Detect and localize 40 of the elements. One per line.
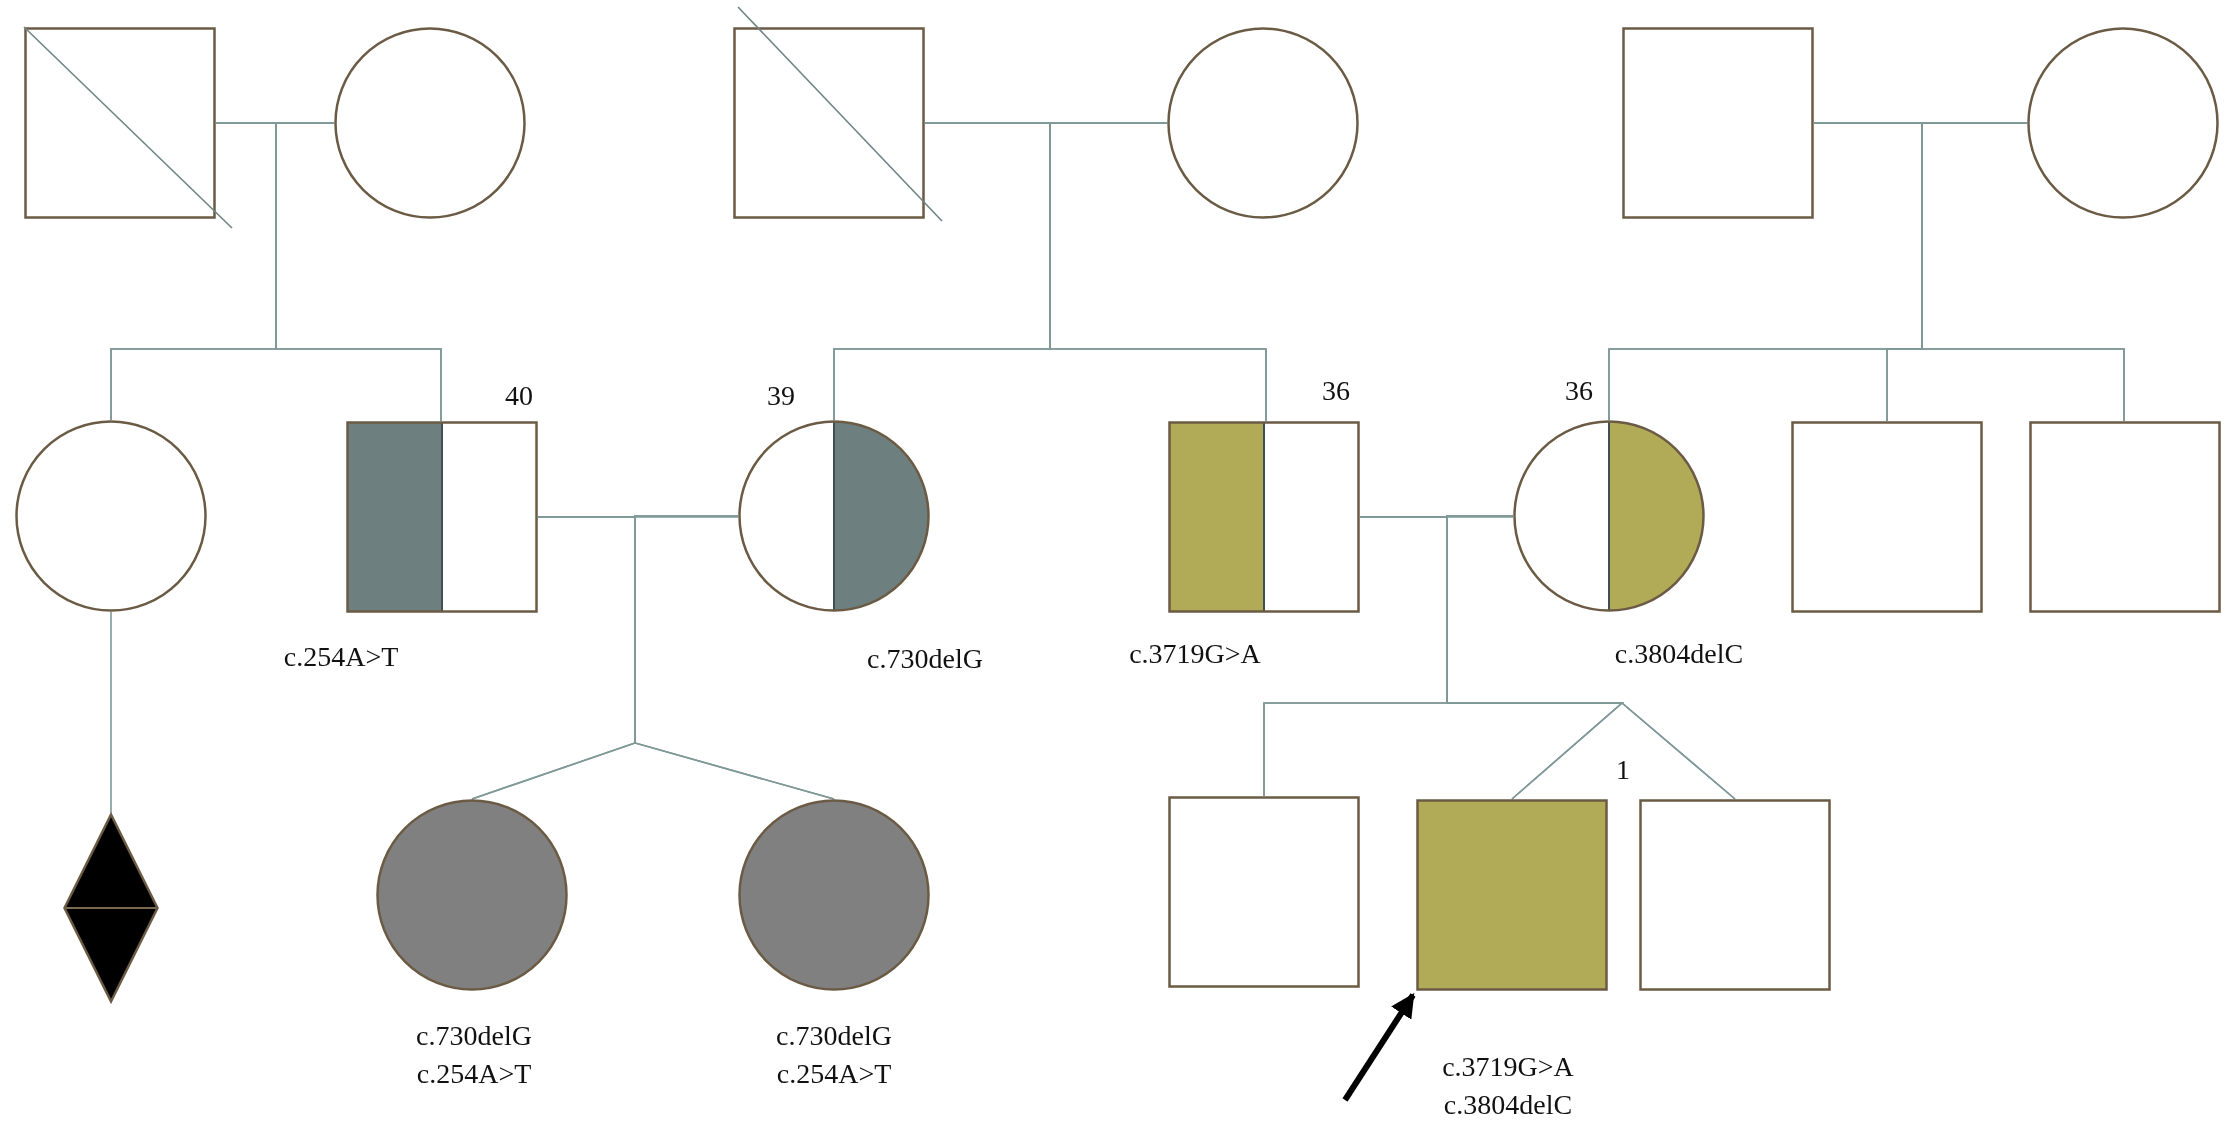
male-square — [1791, 421, 1983, 613]
variant-label: c.254A>T — [776, 1060, 892, 1088]
variant-label: c.3719G>A — [1442, 1053, 1574, 1081]
variant-label: c.3804delC — [1614, 640, 1744, 668]
pedigree-line — [1446, 515, 1736, 800]
age-label: 36 — [1565, 377, 1593, 405]
variant-label: c.730delG — [776, 1022, 892, 1050]
male-square — [1416, 799, 1608, 991]
pedigree-line — [275, 122, 442, 422]
pedigree-line — [634, 515, 835, 800]
age-label: 36 — [1322, 377, 1350, 405]
female-circle — [738, 420, 930, 612]
male-square — [733, 27, 925, 219]
arrow — [1342, 993, 1416, 1102]
age-label: 40 — [505, 382, 533, 410]
variant-label: c.3719G>A — [1129, 640, 1261, 668]
variant-label: c.730delG — [416, 1022, 532, 1050]
age-label: 1 — [1616, 756, 1630, 784]
male-square — [2029, 421, 2221, 613]
variant-label: c.730delG — [867, 645, 983, 673]
pedigree-line — [1049, 122, 1267, 422]
female-circle — [2027, 27, 2219, 219]
female-circle — [1513, 420, 1705, 612]
male-square — [1622, 27, 1814, 219]
age-label: 39 — [767, 382, 795, 410]
pedigree-line — [110, 611, 112, 814]
variant-label: c.254A>T — [416, 1060, 532, 1088]
female-circle — [1167, 27, 1359, 219]
variant-label: c.254A>T — [283, 643, 399, 671]
male-square — [1168, 421, 1360, 613]
female-circle — [334, 27, 526, 219]
female-circle — [15, 420, 207, 612]
pedigree-line — [1921, 122, 2125, 422]
male-square — [1168, 796, 1360, 988]
female-circle — [738, 799, 930, 991]
female-circle — [376, 799, 568, 991]
pregnancy-diamond — [63, 813, 159, 1003]
variant-label: c.3804delC — [1443, 1091, 1573, 1119]
male-square — [346, 421, 538, 613]
male-square — [1639, 799, 1831, 991]
